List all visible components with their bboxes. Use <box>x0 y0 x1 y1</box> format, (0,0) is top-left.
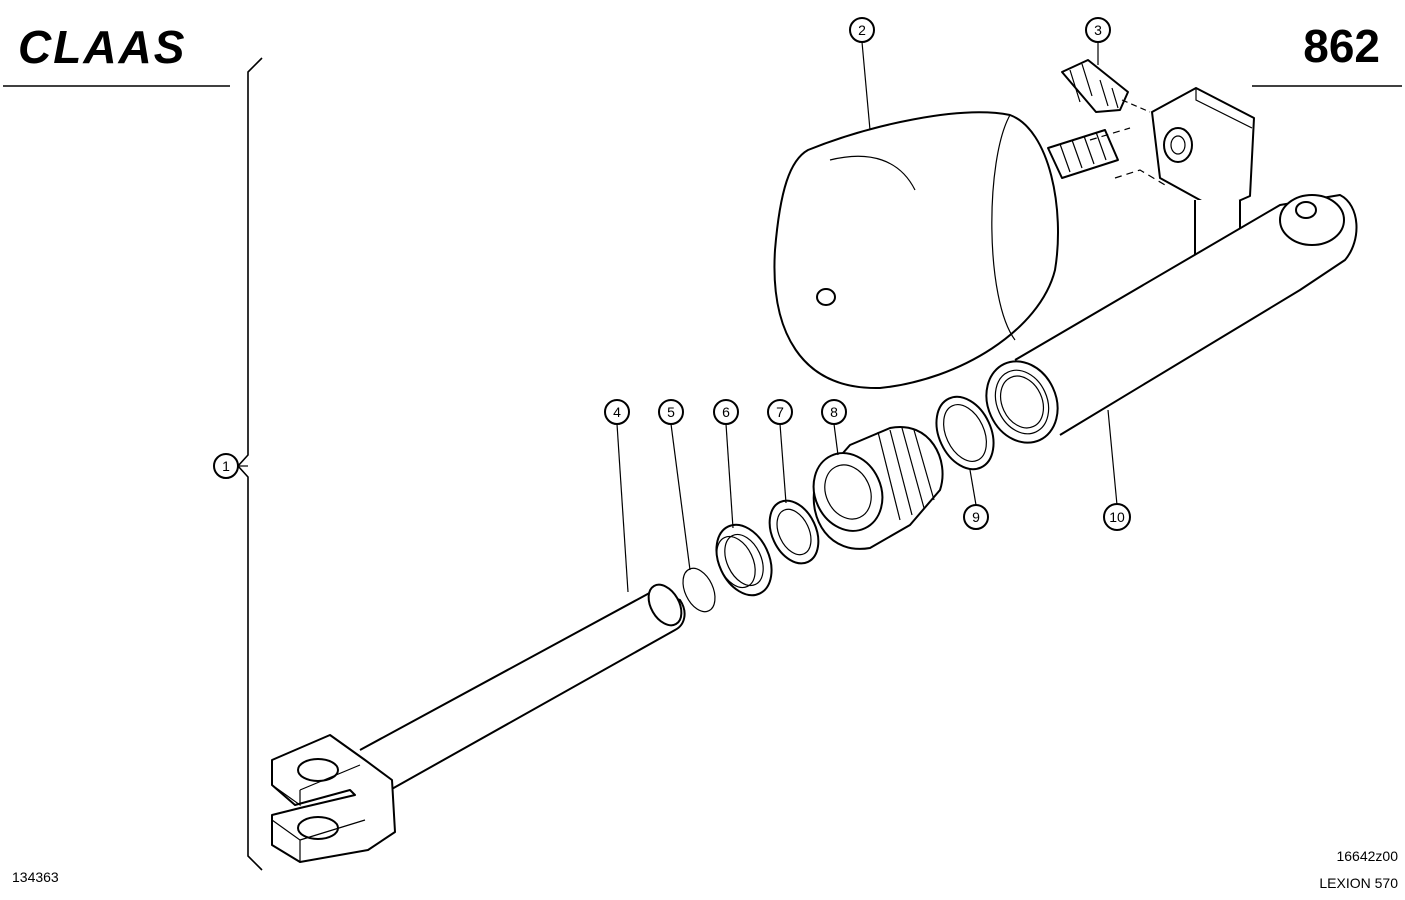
snap-ring-part <box>682 567 716 613</box>
callout-6: 6 <box>713 399 739 425</box>
callout-10: 10 <box>1103 503 1131 531</box>
svg-text:7: 7 <box>776 404 784 420</box>
callout-9: 9 <box>963 504 989 530</box>
connection-line <box>1089 127 1166 186</box>
svg-text:10: 10 <box>1109 509 1125 525</box>
image-id-label: 134363 <box>12 869 59 885</box>
callout-7: 7 <box>767 399 793 425</box>
svg-text:5: 5 <box>667 404 675 420</box>
gland-nut-part <box>812 425 944 550</box>
leader-lines <box>238 41 1118 593</box>
callout-5: 5 <box>658 399 684 425</box>
model-label: LEXION 570 <box>1319 875 1398 891</box>
o-ring-part <box>935 395 995 471</box>
callout-3: 3 <box>1085 17 1111 43</box>
accumulator-part <box>773 111 1119 390</box>
callout-1: 1 <box>213 453 239 479</box>
cylinder-housing-part <box>985 87 1358 444</box>
drawing-number-label: 16642z00 <box>1336 848 1398 864</box>
svg-text:9: 9 <box>972 509 980 525</box>
callout-4: 4 <box>604 399 630 425</box>
svg-text:4: 4 <box>613 404 621 420</box>
page-number: 862 <box>1303 20 1380 72</box>
svg-text:3: 3 <box>1094 22 1102 38</box>
fitting-part <box>1061 59 1151 113</box>
claas-logo: CLAAS <box>18 21 186 73</box>
svg-text:6: 6 <box>722 404 730 420</box>
svg-text:CLAAS: CLAAS <box>18 21 186 73</box>
svg-text:2: 2 <box>858 22 866 38</box>
seal-ring-part <box>768 499 820 565</box>
piston-rod-part <box>271 583 686 863</box>
svg-text:1: 1 <box>222 458 230 474</box>
callout-8: 8 <box>821 399 847 425</box>
callout-2: 2 <box>849 17 875 43</box>
assembly-bracket <box>236 57 263 871</box>
svg-text:8: 8 <box>830 404 838 420</box>
wiper-seal-part <box>715 523 773 597</box>
